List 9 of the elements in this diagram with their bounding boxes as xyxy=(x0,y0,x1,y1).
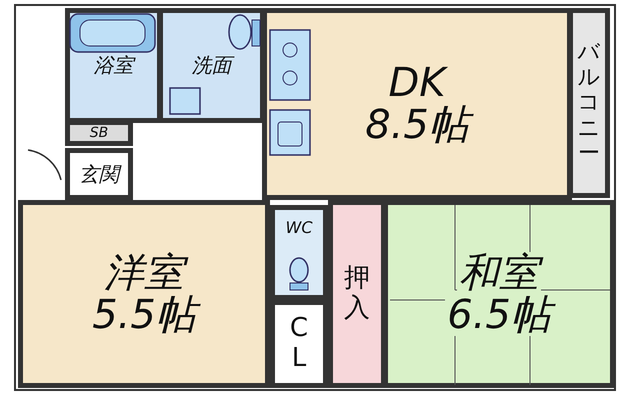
room-label: 和室 xyxy=(457,252,541,294)
room-label: 浴室 xyxy=(92,55,136,76)
room-label: 洋室 xyxy=(102,252,186,294)
room-label: SB xyxy=(88,126,110,140)
room-label: 洗面 xyxy=(190,55,234,76)
room-floor xyxy=(65,120,133,146)
room-floor xyxy=(18,200,270,388)
room-floor xyxy=(65,148,133,200)
room-floor xyxy=(262,8,572,200)
